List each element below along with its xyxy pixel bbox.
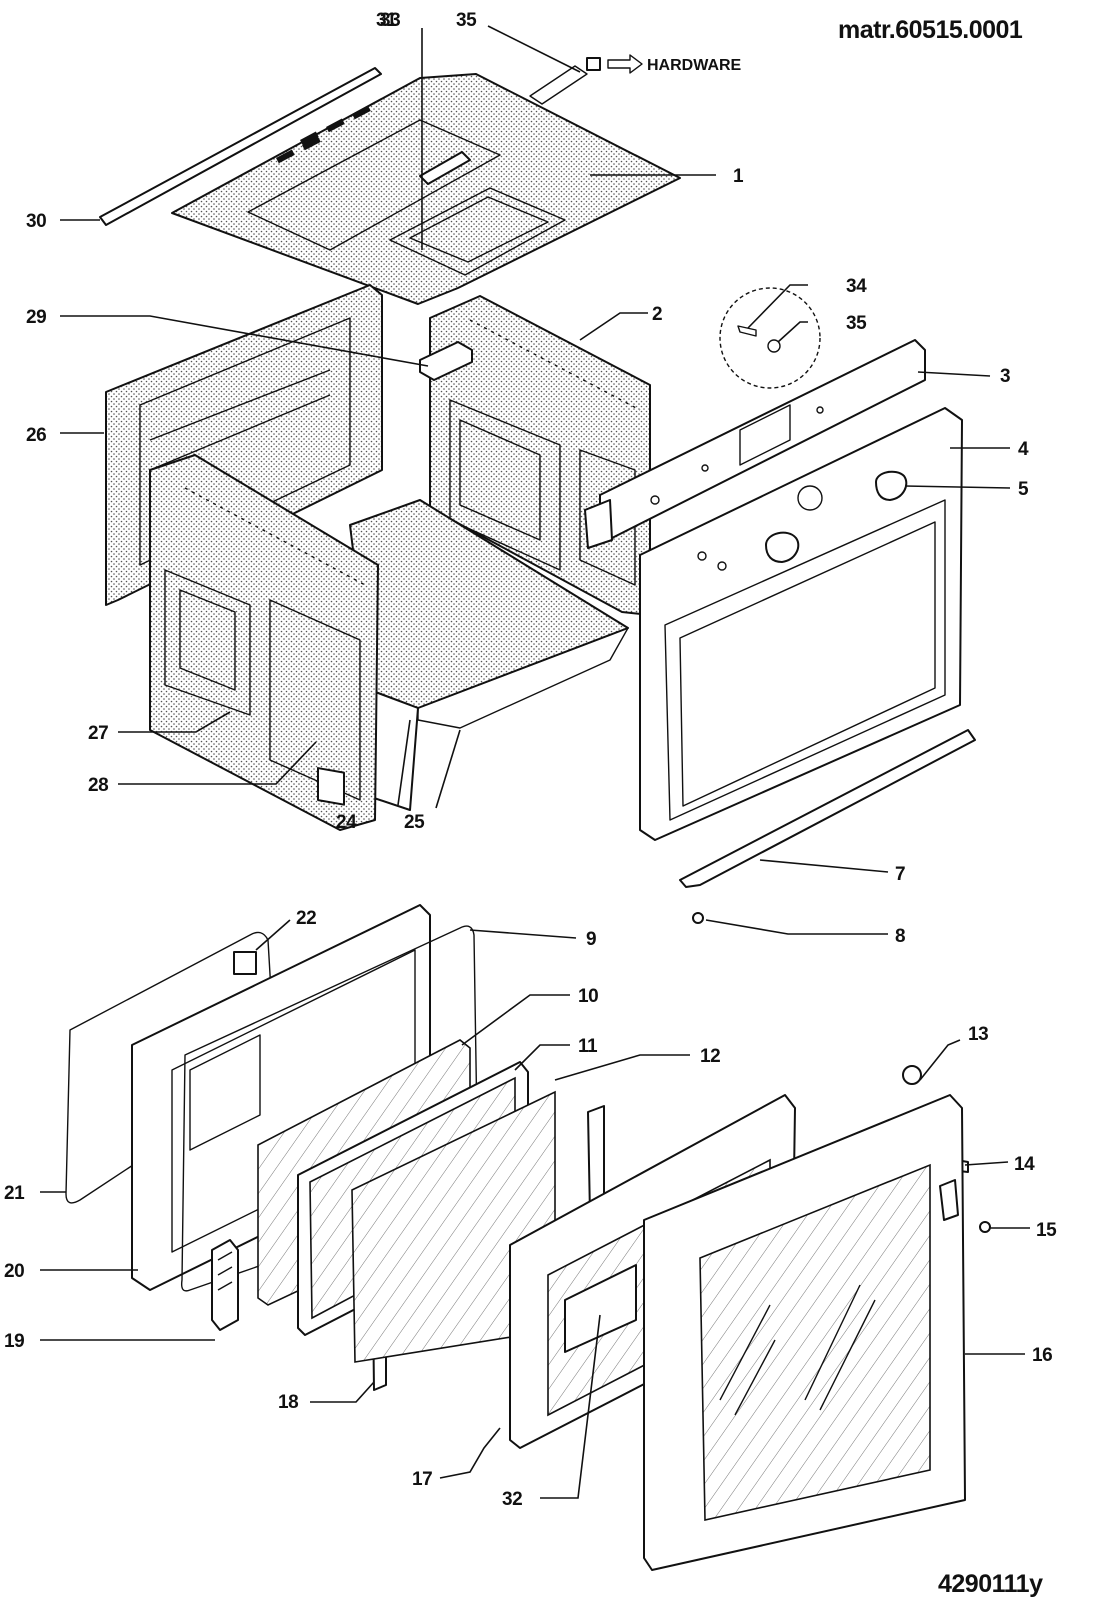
top-trim-strip (99, 67, 382, 226)
callout-label: 21 (4, 1183, 25, 1204)
callout-label: 16 (1032, 1345, 1052, 1366)
control-knobs (765, 470, 908, 563)
bottom-trim-strip (679, 729, 976, 888)
callout-label: 15 (1036, 1220, 1057, 1241)
callout-label: 35 (846, 313, 867, 334)
callout-label: 34 (846, 276, 867, 297)
knob-icon (875, 470, 908, 501)
outer-door-panel (643, 1094, 966, 1571)
callout-label: 7 (895, 864, 905, 885)
callout-label: 13 (968, 1024, 988, 1045)
matr-code: matr.60515.0001 (838, 16, 1023, 44)
callout-label: 11 (578, 1036, 598, 1057)
callout-labels: 35 33 1 2 3 4 5 7 8 9 10 11 12 13 14 15 … (4, 10, 1058, 1510)
callout-label: 18 (278, 1392, 298, 1413)
screw-icon (692, 912, 704, 924)
door-hinge (211, 1239, 239, 1331)
callout-label: 3 (1000, 366, 1010, 387)
callout-label: 31 (376, 10, 397, 31)
callout-label: 33 (380, 10, 400, 31)
callout-label: 8 (895, 926, 905, 947)
left-side-wall (149, 454, 379, 831)
callout-label: 25 (404, 812, 425, 833)
knob-icon (765, 531, 800, 563)
diagram-code: 4290111y (938, 1570, 1043, 1598)
callout-label: 14 (1014, 1154, 1035, 1175)
screw-icon (979, 1221, 991, 1233)
callout-label: 30 (26, 211, 46, 232)
door-clip (233, 951, 257, 975)
callout-leaders (40, 25, 1030, 1499)
callout-label: 12 (700, 1046, 720, 1067)
callout-label: 26 (26, 425, 46, 446)
hardware-note: HARDWARE (529, 54, 742, 105)
detail-circle (719, 287, 821, 389)
callout-label: 9 (586, 929, 596, 950)
callout-label: 28 (88, 775, 108, 796)
callout-label: 35 (456, 10, 477, 31)
callout-label: 24 (336, 812, 357, 833)
arrow-right-icon (607, 54, 643, 74)
callout-label: 4 (1018, 439, 1029, 460)
callout-label: 27 (88, 723, 108, 744)
bracket (939, 1179, 959, 1221)
callout-label: 10 (578, 986, 598, 1007)
hardware-label: HARDWARE (647, 57, 742, 74)
callout-label: 22 (296, 908, 316, 929)
callout-label: 29 (26, 307, 46, 328)
callout-label: 1 (733, 166, 744, 187)
callout-label: 5 (1018, 479, 1029, 500)
callout-label: 32 (502, 1489, 522, 1510)
control-panel-strip (584, 339, 926, 549)
callout-label: 20 (4, 1261, 24, 1282)
callout-label: 19 (4, 1331, 24, 1352)
hinge-bracket (419, 341, 473, 381)
callout-label: 17 (412, 1469, 432, 1490)
top-panel (171, 73, 681, 305)
callout-label: 2 (652, 304, 662, 325)
knob-cap-icon (902, 1065, 922, 1085)
front-frame (639, 407, 963, 841)
